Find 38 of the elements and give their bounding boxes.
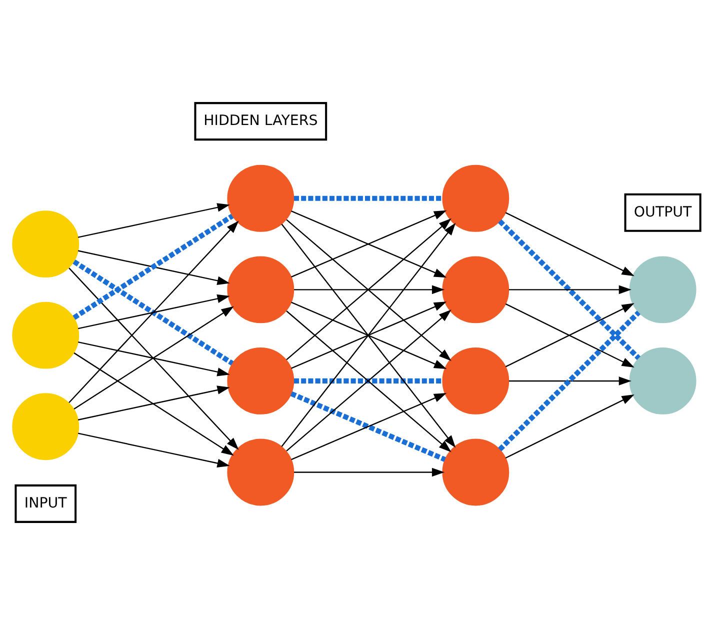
arrow — [505, 212, 634, 276]
node-box: INPUT — [14, 484, 77, 522]
connector — [72, 259, 234, 366]
arrow — [508, 284, 632, 294]
arrow — [78, 385, 230, 420]
node-circle — [442, 164, 510, 232]
arrow — [74, 306, 234, 409]
arrow — [294, 467, 445, 476]
node-circle — [227, 347, 294, 414]
node-box: HIDDEN LAYERS — [194, 102, 328, 140]
connector — [498, 218, 640, 360]
node-circle — [12, 301, 80, 368]
node-circle — [442, 347, 510, 414]
arrow — [508, 376, 632, 385]
arrow — [294, 284, 445, 294]
arrow — [78, 250, 230, 284]
arrow — [505, 394, 634, 458]
arrow — [78, 294, 230, 329]
node-box: OUTPUT — [624, 192, 702, 232]
node-circle — [12, 210, 80, 277]
node-circle — [227, 256, 294, 323]
node-circle — [629, 256, 696, 323]
arrow — [78, 340, 230, 376]
connector — [72, 213, 234, 320]
node-circle — [442, 438, 510, 506]
arrow — [505, 302, 634, 367]
arrow — [78, 432, 230, 468]
arrow — [74, 352, 234, 456]
node-circle — [442, 256, 510, 323]
arrow — [68, 220, 239, 403]
connector — [294, 195, 443, 200]
node-circle — [12, 392, 80, 460]
connector — [294, 378, 443, 383]
connector — [498, 310, 640, 451]
arrow — [291, 301, 447, 368]
arrow — [78, 202, 230, 238]
node-circle — [629, 347, 696, 414]
arrow — [68, 267, 239, 450]
